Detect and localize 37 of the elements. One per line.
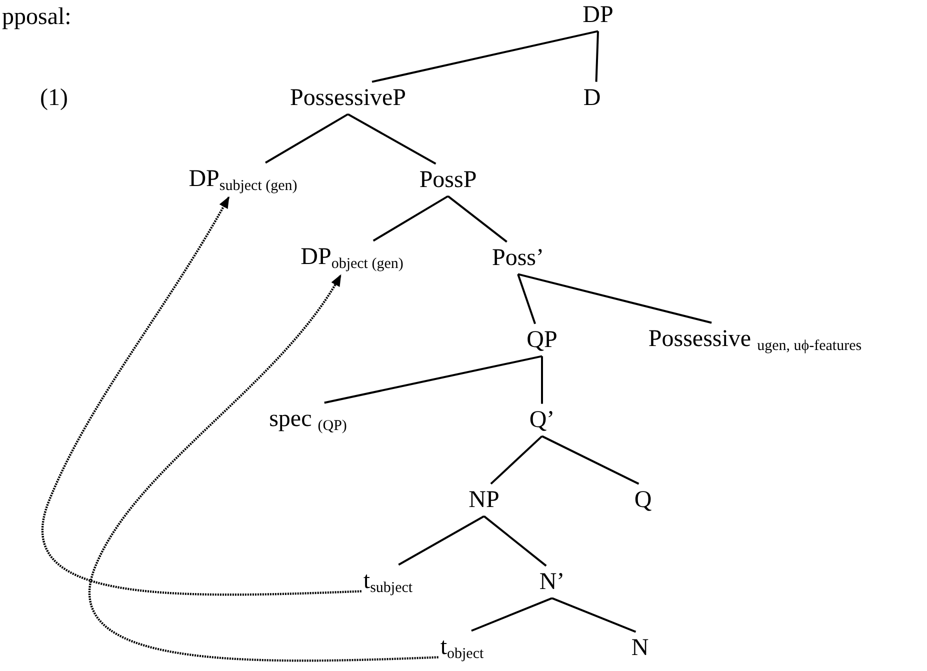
tree-node-label: Q	[632, 486, 654, 514]
tree-node-label: Possessive $_{ugen, uϕ-features}$	[646, 324, 864, 356]
tree-node-label: PossP	[417, 166, 479, 194]
tree-branch	[483, 515, 547, 567]
tree-branch	[518, 273, 712, 324]
tree-node-label: DP	[580, 0, 616, 30]
tree-branch	[471, 597, 552, 632]
tree-node-label: NP	[466, 486, 502, 514]
tree-branch	[542, 435, 640, 485]
heading-text: pposal:	[2, 4, 72, 30]
tree-node-label: D	[581, 84, 603, 112]
movement-arrow	[88, 274, 438, 662]
tree-node-label: QP	[524, 326, 560, 354]
tree-branch	[517, 274, 536, 324]
tree-branch	[490, 435, 543, 485]
tree-branch	[541, 356, 543, 404]
tree-branch	[372, 195, 449, 242]
movement-arrow	[42, 196, 362, 596]
tree-branch	[372, 30, 598, 83]
tree-node-label: DP$_{subject (gen)}$	[186, 164, 300, 196]
tree-node-label: DP$_{object (gen)}$	[298, 242, 406, 274]
tree-node-label: Q’	[527, 406, 557, 434]
tree-branch	[265, 113, 348, 164]
tree-branch	[324, 355, 542, 404]
tree-branch	[447, 195, 508, 243]
tree-node-label: spec $_{(QP)}$	[267, 404, 349, 436]
tree-node-label: N’	[537, 568, 567, 596]
tree-node-label: Poss’	[490, 244, 546, 272]
example-number: (1)	[40, 85, 68, 112]
tree-branch	[398, 515, 484, 566]
tree-node-label: t$_{subject}$	[361, 566, 415, 598]
tree-node-label: t$_{object}$	[438, 632, 486, 664]
tree-branch	[348, 113, 436, 165]
tree-node-label: PossessiveP	[288, 84, 408, 112]
tree-node-label: N	[629, 634, 651, 662]
tree-branch	[595, 31, 599, 82]
tree-branch	[552, 597, 636, 633]
